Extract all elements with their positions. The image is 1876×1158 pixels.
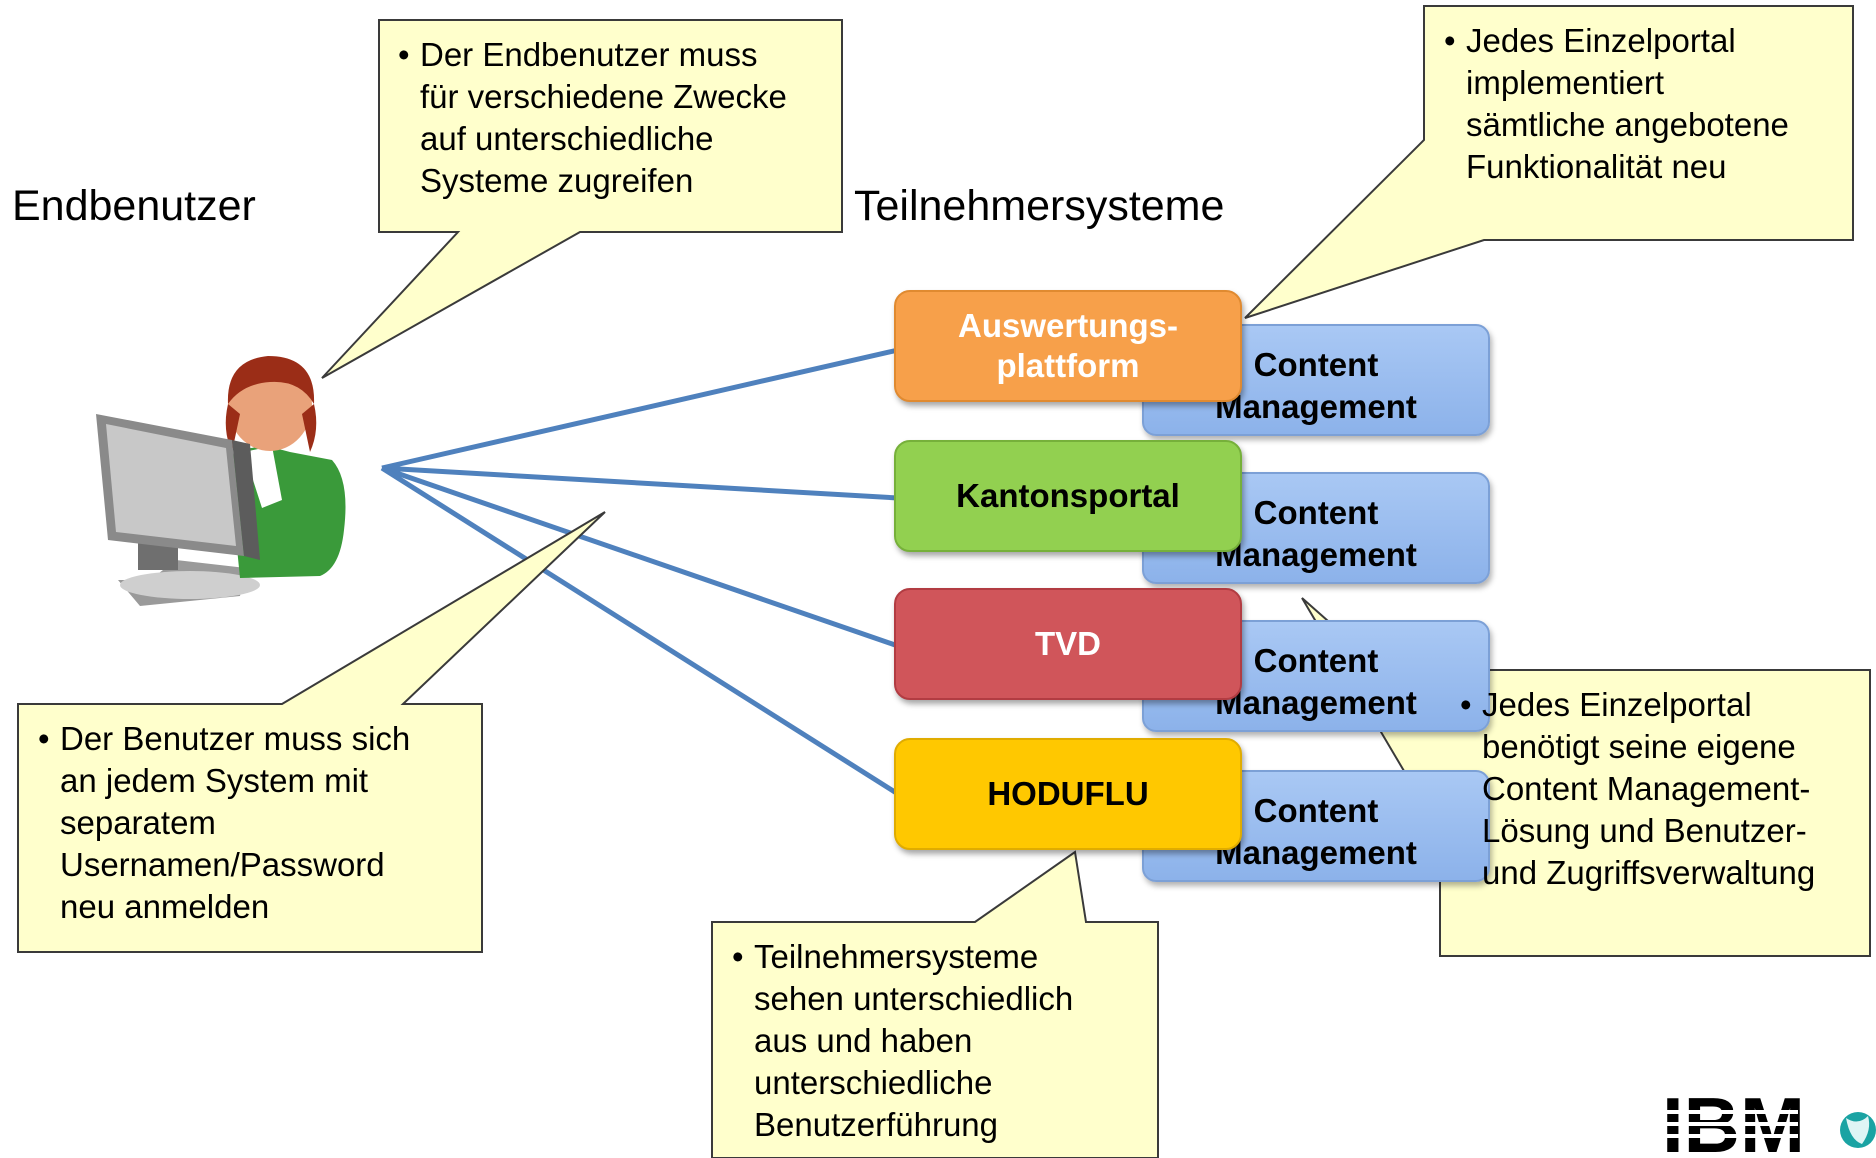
callout-line: sehen unterschiedlich — [754, 980, 1074, 1017]
system-box-auswertungsplattform: Auswertungs- plattform — [894, 290, 1242, 402]
cms-label-line2: Management — [1215, 536, 1417, 573]
callout-line: unterschiedliche — [754, 1064, 993, 1101]
callout-aussehen: •Teilnehmersysteme sehen unterschiedlich… — [732, 936, 1073, 1146]
callout-aussehen-shape — [711, 850, 1159, 1158]
connector-line-kantonsportal — [381, 465, 899, 501]
callout-line: Jedes Einzelportal — [1466, 22, 1736, 59]
heading-endbenutzer: Endbenutzer — [12, 182, 256, 230]
callout-line: sämtliche angebotene — [1466, 106, 1789, 143]
callout-line: Systeme zugreifen — [420, 162, 694, 199]
callout-line: Usernamen/Password — [60, 846, 385, 883]
cms-label-line2: Management — [1215, 834, 1417, 871]
callout-line: Jedes Einzelportal — [1482, 686, 1752, 723]
callout-line: Der Endbenutzer muss — [420, 36, 758, 73]
callout-line: auf unterschiedliche — [420, 120, 714, 157]
cms-label-line1: Content — [1253, 346, 1379, 383]
callout-line: und Zugriffsverwaltung — [1482, 854, 1816, 891]
callout-line: Der Benutzer muss sich — [60, 720, 411, 757]
system-label: Kantonsportal — [956, 477, 1180, 514]
callout-line: Benutzerführung — [754, 1106, 999, 1143]
system-box-hoduflu: HODUFLU — [894, 738, 1242, 850]
cms-label-line2: Management — [1215, 388, 1417, 425]
callout-anmelden-shape — [17, 511, 606, 953]
callout-einzelportal-funktion-shape — [1244, 5, 1854, 319]
callout-line: implementiert — [1466, 64, 1665, 101]
callout-anmelden: •Der Benutzer muss sich an jedem System … — [38, 718, 410, 928]
system-label: TVD — [1035, 625, 1101, 662]
end-user-icon — [96, 356, 346, 606]
connector-line-auswertung — [381, 347, 899, 471]
system-box-tvd: TVD — [894, 588, 1242, 700]
cms-label-line1: Content — [1253, 642, 1379, 679]
callout-line: für verschiedene Zwecke — [420, 78, 787, 115]
cms-label-line1: Content — [1253, 494, 1379, 531]
callout-einzelportal-funktion: •Jedes Einzelportal implementiert sämtli… — [1444, 20, 1789, 188]
callout-endbenutzer: •Der Endbenutzer muss für verschiedene Z… — [398, 34, 787, 202]
connector-lines — [380, 347, 900, 797]
system-label: HODUFLU — [987, 775, 1149, 812]
system-box-kantonsportal: Kantonsportal — [894, 440, 1242, 552]
callout-line: neu anmelden — [60, 888, 270, 925]
callout-einzelportal-cms: •Jedes Einzelportal benötigt seine eigen… — [1460, 684, 1815, 894]
callout-line: Content Management- — [1482, 770, 1811, 807]
cms-label-line1: Content — [1253, 792, 1379, 829]
cms-label-line2: Management — [1215, 684, 1417, 721]
system-label-line2: plattform — [996, 347, 1140, 384]
ibm-logo-text: IBM — [1662, 1081, 1805, 1158]
callout-line: benötigt seine eigene — [1482, 728, 1796, 765]
callout-line: separatem — [60, 804, 216, 841]
system-label-line1: Auswertungs- — [957, 307, 1178, 344]
callout-line: an jedem System mit — [60, 762, 369, 799]
callout-line: Lösung und Benutzer- — [1482, 812, 1807, 849]
ibm-logo: IBM — [1660, 1081, 1876, 1158]
connector-line-hoduflu — [380, 465, 900, 797]
callout-line: Teilnehmersysteme — [754, 938, 1039, 975]
callout-line: Funktionalität neu — [1466, 148, 1727, 185]
callout-endbenutzer-shape — [321, 19, 843, 379]
callout-line: aus und haben — [754, 1022, 973, 1059]
connector-line-tvd — [381, 465, 899, 649]
heading-teilnehmersysteme: Teilnehmersysteme — [854, 182, 1225, 230]
